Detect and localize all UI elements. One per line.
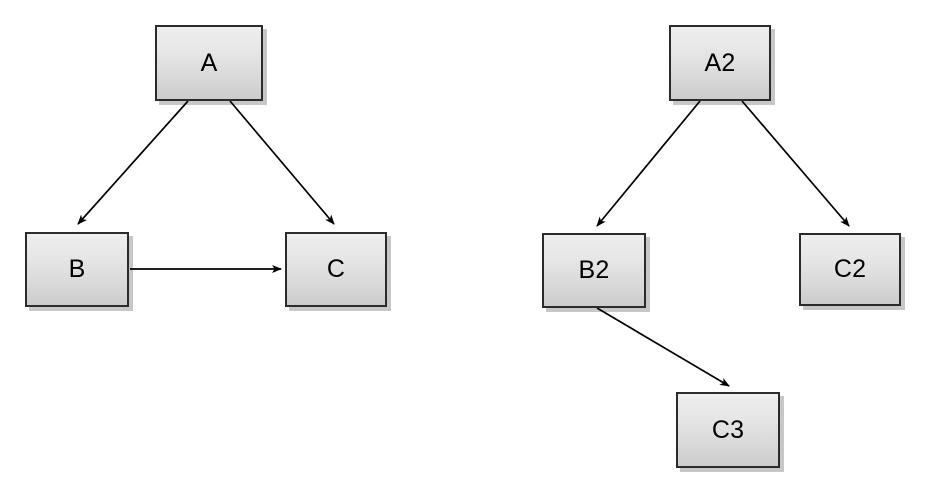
node-c2-label: C2 bbox=[833, 255, 867, 283]
node-a2-label: A2 bbox=[704, 48, 736, 77]
edge-b2-to-c3 bbox=[596, 307, 730, 387]
node-a-label: A bbox=[200, 48, 218, 77]
node-c3-label: C3 bbox=[711, 415, 745, 444]
node-a2[interactable]: A2 bbox=[669, 25, 771, 101]
edge-a-to-c bbox=[229, 100, 335, 225]
edge-a2-to-b2 bbox=[596, 100, 701, 227]
node-b-label: B bbox=[68, 255, 86, 283]
node-b2[interactable]: B2 bbox=[542, 233, 646, 308]
edge-a-to-b bbox=[77, 100, 189, 225]
node-b[interactable]: B bbox=[25, 232, 129, 307]
edge-a2-to-c2 bbox=[741, 100, 850, 227]
node-c3[interactable]: C3 bbox=[676, 392, 780, 468]
node-b2-label: B2 bbox=[578, 256, 610, 284]
node-a[interactable]: A bbox=[155, 25, 263, 101]
node-c2[interactable]: C2 bbox=[799, 233, 901, 306]
node-c-label: C bbox=[326, 255, 346, 283]
node-c[interactable]: C bbox=[285, 232, 387, 307]
